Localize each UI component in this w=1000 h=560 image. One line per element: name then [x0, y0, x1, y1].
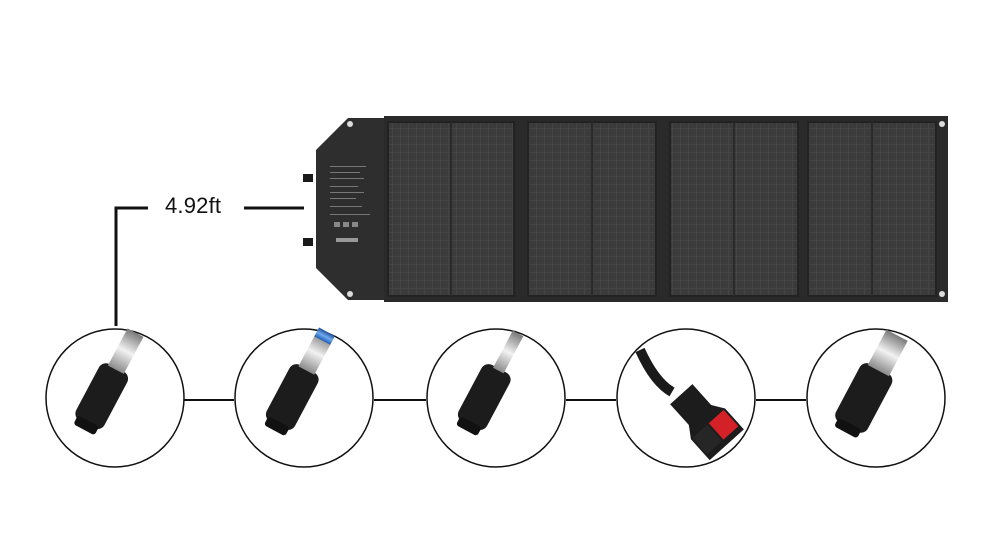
- grommet-icon: [347, 121, 353, 127]
- junction-box: [316, 118, 384, 300]
- grommet-icon: [347, 291, 353, 297]
- cable-line: [114, 206, 304, 326]
- anderson-plug-icon: [616, 328, 756, 468]
- dc-barrel-plug-silver-icon: [45, 328, 185, 468]
- dc-barrel-plug-thin-icon: [426, 328, 566, 468]
- cable-port: [303, 238, 313, 246]
- grommet-icon: [939, 121, 945, 127]
- grommet-icon: [939, 291, 945, 297]
- cable-port: [303, 174, 313, 182]
- solar-panel: [303, 116, 948, 302]
- cable-length-label: 4.92ft: [165, 193, 222, 218]
- dc-barrel-plug-large-icon: [806, 328, 946, 468]
- spec-label: [330, 166, 370, 242]
- panel-cells: [387, 121, 937, 297]
- dc-barrel-plug-blue-icon: [234, 327, 374, 468]
